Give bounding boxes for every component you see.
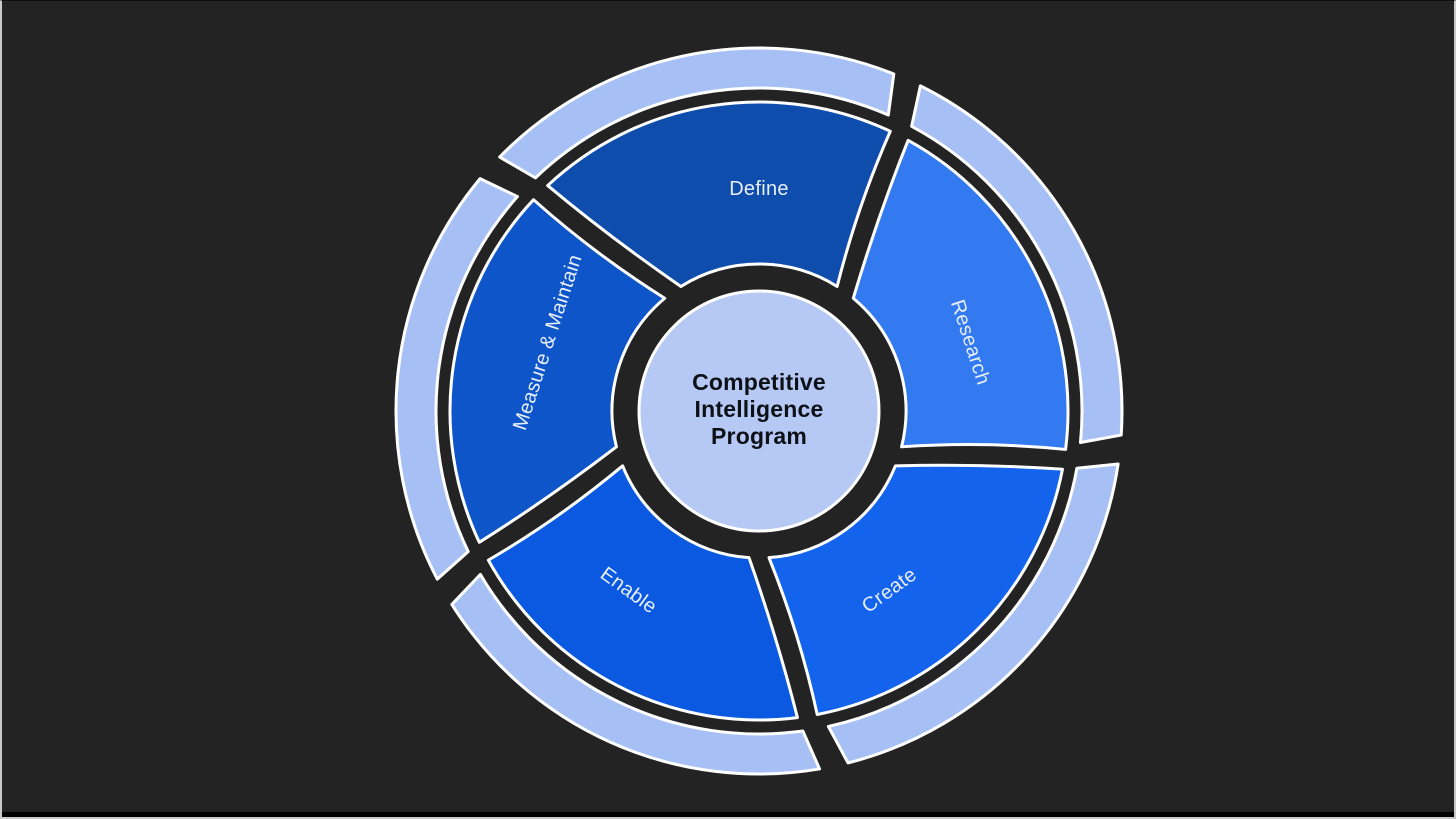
outer-ring-segment-define xyxy=(498,46,896,180)
segment-label-define: Define xyxy=(729,178,789,200)
outer-ring-segment-measure-maintain xyxy=(394,177,519,581)
center-title-line3: Program xyxy=(711,423,807,449)
center-circle xyxy=(637,289,881,533)
segment-enable xyxy=(486,464,799,722)
center-title-line2: Intelligence xyxy=(694,396,824,422)
segment-define xyxy=(546,100,892,288)
outer-ring-segment-research xyxy=(910,84,1124,445)
segment-research xyxy=(851,138,1070,451)
center-title-line1: Competitive xyxy=(692,369,826,395)
outer-ring-segment-create xyxy=(826,462,1120,765)
segment-create xyxy=(767,463,1064,716)
outer-ring-segment-enable xyxy=(450,572,822,776)
center-title: Competitive Intelligence Program xyxy=(609,369,909,450)
bottom-edge-bar xyxy=(2,812,1454,817)
segment-measure-maintain xyxy=(448,198,667,544)
